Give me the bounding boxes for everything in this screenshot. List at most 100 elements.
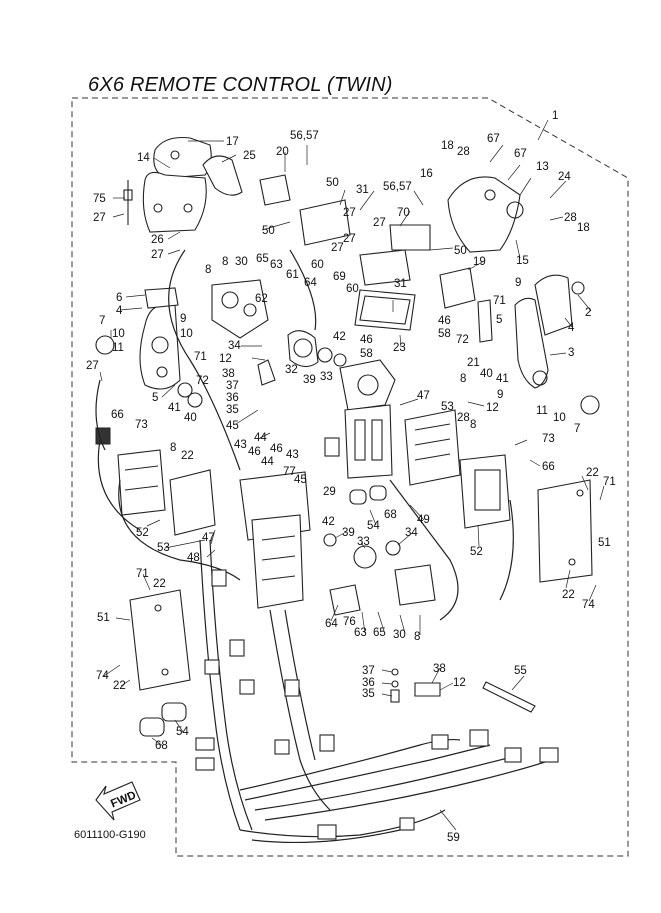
callout-27: 27 xyxy=(331,242,344,254)
cover-part-25 xyxy=(202,155,243,196)
bracket-51-left xyxy=(129,589,191,691)
callout-6: 6 xyxy=(116,292,122,304)
top-cover-part-14-17 xyxy=(142,136,212,233)
ecu-box-53-left xyxy=(169,469,216,536)
ecu-box-52-right xyxy=(459,454,511,529)
callout-73: 73 xyxy=(542,433,555,445)
callout-11: 11 xyxy=(536,405,548,417)
callout-22: 22 xyxy=(113,680,126,692)
callout-71: 71 xyxy=(136,568,149,580)
frame-23 xyxy=(354,289,416,331)
callout-40: 40 xyxy=(480,368,493,380)
callout-17: 17 xyxy=(226,136,239,148)
callout-53: 53 xyxy=(441,401,454,413)
callout-71: 71 xyxy=(603,476,616,488)
callout-12: 12 xyxy=(219,353,232,365)
callout-41: 41 xyxy=(496,373,509,385)
callout-37: 37 xyxy=(362,665,375,677)
callout-10: 10 xyxy=(180,328,193,340)
bracket-plate-29 xyxy=(324,404,393,479)
callout-65: 65 xyxy=(256,253,269,265)
lever-right-3 xyxy=(477,274,600,415)
callout-71: 71 xyxy=(194,351,207,363)
callout-67: 67 xyxy=(487,133,500,145)
ecu-box-52-left xyxy=(95,427,166,516)
callout-4: 4 xyxy=(568,322,575,334)
control-unit-53-right xyxy=(404,409,461,486)
callout-8: 8 xyxy=(470,419,476,431)
callout-9: 9 xyxy=(180,313,186,325)
callout-8: 8 xyxy=(205,264,211,276)
callout-9: 9 xyxy=(497,389,503,401)
callout-8: 8 xyxy=(222,256,228,268)
callout-27: 27 xyxy=(343,233,356,245)
callout-15: 15 xyxy=(516,255,529,267)
callout-18: 18 xyxy=(577,222,590,234)
callout-3: 3 xyxy=(568,347,574,359)
callout-58: 58 xyxy=(438,328,451,340)
callout-56-57: 56,57 xyxy=(290,130,319,142)
callout-10: 10 xyxy=(112,328,125,340)
callout-47: 47 xyxy=(417,390,430,402)
callout-65: 65 xyxy=(373,627,386,639)
callout-43: 43 xyxy=(286,449,299,461)
callout-27: 27 xyxy=(86,360,99,372)
callout-71: 71 xyxy=(493,295,506,307)
callout-36: 36 xyxy=(226,392,239,404)
callout-13: 13 xyxy=(536,161,549,173)
callout-74: 74 xyxy=(582,599,595,611)
callout-66: 66 xyxy=(111,409,124,421)
callout-42: 42 xyxy=(333,331,346,343)
callout-45: 45 xyxy=(294,474,307,486)
callout-37: 37 xyxy=(226,380,239,392)
callout-34: 34 xyxy=(405,527,418,539)
callout-34: 34 xyxy=(228,340,241,352)
callout-4: 4 xyxy=(116,305,123,317)
callout-70: 70 xyxy=(397,207,410,219)
callout-43: 43 xyxy=(234,439,247,451)
callout-26: 26 xyxy=(151,234,164,246)
callout-56-57: 56,57 xyxy=(383,181,412,193)
callout-7: 7 xyxy=(99,315,105,327)
callout-33: 33 xyxy=(320,371,333,383)
callout-28: 28 xyxy=(457,146,470,158)
callout-9: 9 xyxy=(515,277,521,289)
diagram-title: 6X6 REMOTE CONTROL (TWIN) xyxy=(88,74,393,96)
callout-12: 12 xyxy=(453,677,466,689)
key-fob-68 xyxy=(139,702,187,737)
callout-39: 39 xyxy=(342,527,355,539)
callout-51: 51 xyxy=(97,612,110,624)
callout-8: 8 xyxy=(460,373,466,385)
callout-12: 12 xyxy=(486,402,499,414)
callout-28: 28 xyxy=(457,412,470,424)
lever-bracket-left xyxy=(95,287,203,408)
callout-23: 23 xyxy=(393,342,406,354)
callout-44: 44 xyxy=(254,432,267,444)
callout-62: 62 xyxy=(255,293,268,305)
callout-52: 52 xyxy=(136,527,149,539)
callout-76: 76 xyxy=(343,616,356,628)
callout-1: 1 xyxy=(552,110,558,122)
callout-60: 60 xyxy=(346,283,359,295)
leader-lines xyxy=(99,140,605,831)
callout-63: 63 xyxy=(354,627,367,639)
callout-33: 33 xyxy=(357,536,370,548)
callout-60: 60 xyxy=(311,259,324,271)
callout-11: 11 xyxy=(112,342,124,354)
callout-45: 45 xyxy=(226,420,239,432)
bracket-19 xyxy=(439,267,476,309)
callout-46: 46 xyxy=(438,315,451,327)
top-cover-right-13 xyxy=(447,176,524,253)
callout-20: 20 xyxy=(276,146,289,158)
callout-73: 73 xyxy=(135,419,148,431)
callout-38: 38 xyxy=(433,663,446,675)
callout-77: 77 xyxy=(283,466,296,478)
callout-32: 32 xyxy=(285,364,298,376)
callout-49: 49 xyxy=(417,514,430,526)
callout-51: 51 xyxy=(598,537,611,549)
callout-22: 22 xyxy=(181,450,194,462)
callout-30: 30 xyxy=(393,629,406,641)
callout-66: 66 xyxy=(542,461,555,473)
callout-21: 21 xyxy=(467,357,480,369)
